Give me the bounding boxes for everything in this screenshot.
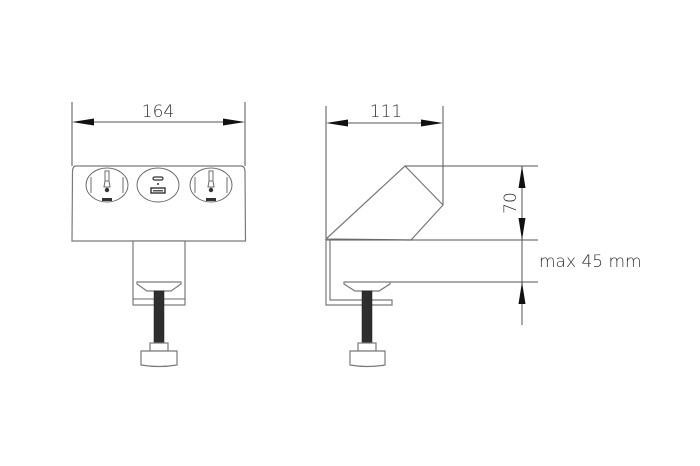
pressure-plate [136,281,182,292]
clamp-range-label: max 45 mm [539,252,642,272]
width-dimension-label: 164 [142,102,174,122]
depth-dimension-label: 111 [370,102,402,122]
side-view: 111 70 max 45 mm [324,102,642,368]
threaded-rod [153,290,165,344]
usb-a-port-icon [150,187,166,194]
arrow-left-icon [72,118,94,126]
threaded-rod [361,290,373,344]
arrow-up-icon [518,282,526,304]
arrow-down-icon [518,218,526,240]
socket-housing [71,165,247,242]
clamp-knob [349,350,386,368]
front-view: 164 [71,102,247,368]
arrow-right-icon [223,118,245,126]
arrow-right-icon [421,119,443,127]
clamp-range-dimension: max 45 mm [518,240,642,325]
angled-housing [324,165,444,241]
schuko-socket-icon [189,167,233,203]
usb-c-port-icon [152,176,164,181]
arrow-up-icon [518,166,526,188]
clamp-knob [140,350,178,368]
clamp-bracket-side [325,239,393,306]
pressure-plate [343,281,391,292]
width-dimension: 164 [71,102,246,166]
schuko-socket-icon [85,167,129,203]
usb-charger-icon [136,167,180,203]
height-dimension: 70 [501,166,526,240]
height-dimension-label: 70 [501,192,521,214]
depth-dimension: 111 [325,102,444,238]
arrow-left-icon [326,119,348,127]
clamp-bracket [132,240,186,368]
